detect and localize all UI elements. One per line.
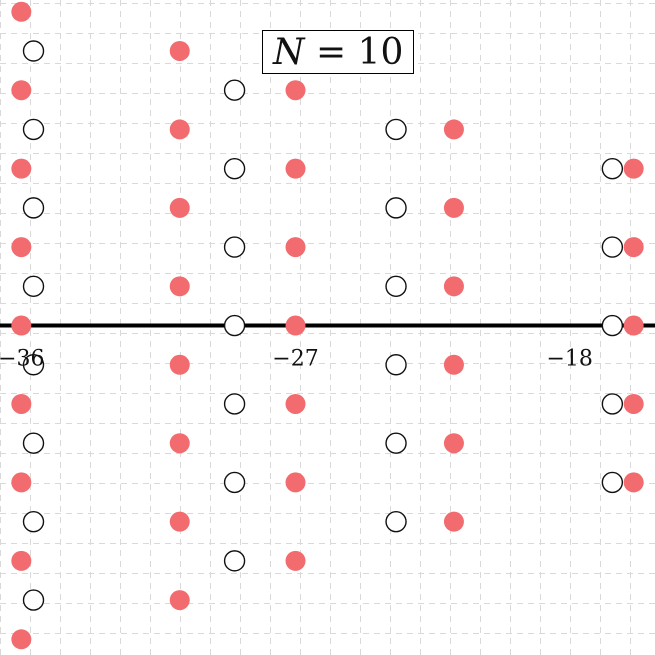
open-point <box>22 432 45 454</box>
filled-point <box>285 472 306 493</box>
open-point <box>223 550 246 572</box>
title-operator: = <box>304 31 358 73</box>
open-point <box>223 236 246 258</box>
open-point <box>223 79 246 101</box>
filled-point <box>169 511 190 532</box>
open-point <box>385 510 407 533</box>
filled-point <box>623 158 644 179</box>
filled-point <box>443 354 464 375</box>
filled-point <box>169 590 190 611</box>
open-point <box>22 118 45 141</box>
open-point <box>22 510 45 533</box>
filled-point <box>169 40 190 61</box>
x-tick-label: −18 <box>546 347 592 372</box>
open-point <box>223 471 246 494</box>
open-point <box>22 275 45 298</box>
open-point <box>601 314 624 337</box>
filled-point <box>285 158 306 179</box>
open-point <box>385 354 407 376</box>
filled-point <box>623 315 644 336</box>
filled-point <box>11 1 32 22</box>
x-tick-label: −27 <box>272 347 318 372</box>
filled-point <box>169 276 190 297</box>
open-point <box>223 314 246 337</box>
filled-point <box>11 629 32 650</box>
filled-point <box>443 276 464 297</box>
open-point <box>223 157 246 180</box>
filled-point <box>623 237 644 258</box>
filled-point <box>443 197 464 218</box>
x-tick-label: −36 <box>0 347 45 372</box>
open-point <box>22 354 45 376</box>
title-value: 10 <box>357 31 404 73</box>
open-point <box>601 393 624 415</box>
filled-point <box>623 393 644 414</box>
filled-point <box>11 315 32 336</box>
open-point <box>385 432 407 454</box>
open-point <box>22 197 45 219</box>
filled-point <box>11 472 32 493</box>
filled-point <box>285 80 306 101</box>
filled-point <box>443 433 464 454</box>
filled-point <box>11 158 32 179</box>
open-point <box>385 275 407 298</box>
open-point <box>223 393 246 415</box>
filled-point <box>169 197 190 218</box>
filled-point <box>443 119 464 140</box>
open-point <box>601 471 624 494</box>
open-point <box>385 118 407 141</box>
filled-point <box>285 393 306 414</box>
open-point <box>22 40 45 62</box>
chart-title: N = 10 <box>262 30 415 74</box>
filled-point <box>169 433 190 454</box>
filled-point <box>11 237 32 258</box>
open-point <box>385 197 407 219</box>
filled-point <box>11 550 32 571</box>
filled-point <box>11 80 32 101</box>
filled-point <box>285 315 306 336</box>
open-point <box>601 157 624 180</box>
title-variable: N <box>273 31 305 73</box>
filled-point <box>623 472 644 493</box>
filled-point <box>11 393 32 414</box>
filled-point <box>285 550 306 571</box>
open-point <box>22 589 45 611</box>
filled-point <box>285 237 306 258</box>
filled-point <box>169 119 190 140</box>
open-point <box>601 236 624 258</box>
filled-point <box>169 354 190 375</box>
filled-point <box>443 511 464 532</box>
